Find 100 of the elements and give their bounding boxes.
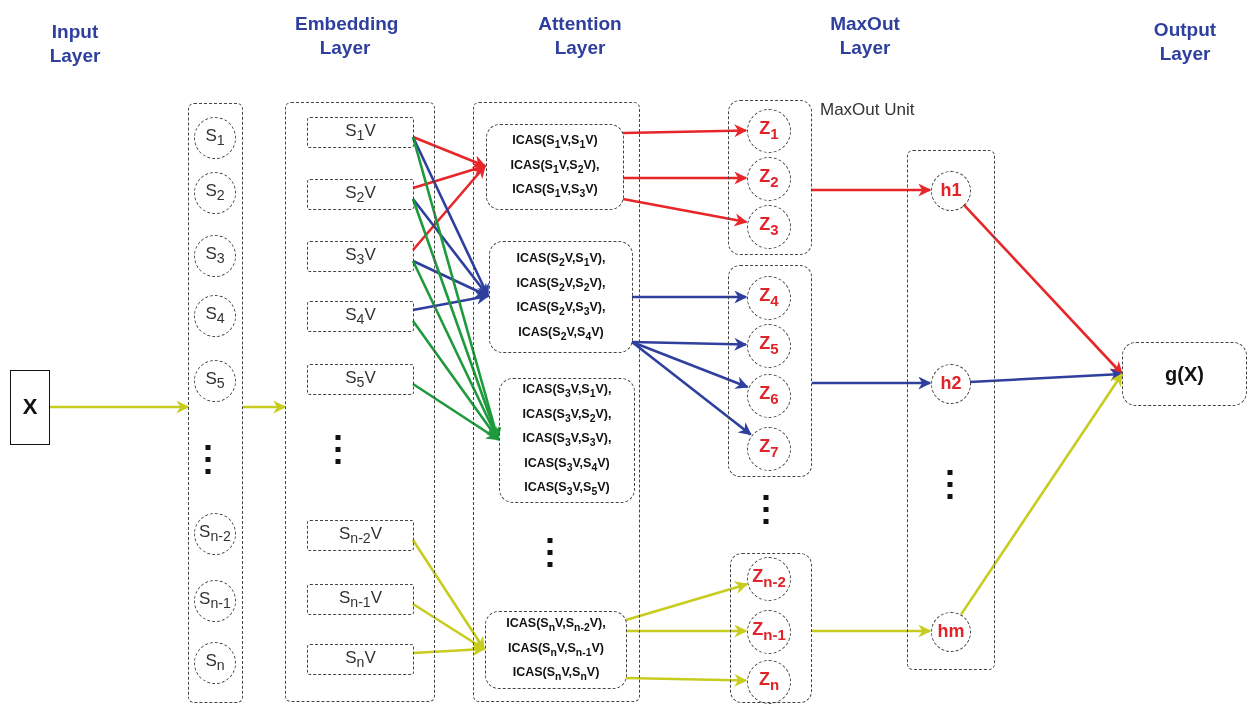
node-label: ICAS(S$_{2}$V,S$_{4}$V) xyxy=(518,323,604,343)
node-label: S$_{2}$V xyxy=(345,183,376,206)
arrow xyxy=(812,376,932,390)
embedding-box xyxy=(307,179,414,210)
layer-column xyxy=(473,102,640,702)
node-label: S$_{n}$ xyxy=(205,652,225,674)
arrow xyxy=(960,372,1124,616)
layer-title: Input Layer xyxy=(48,20,102,68)
arrow xyxy=(622,124,748,138)
layer-column xyxy=(285,102,435,702)
arrow xyxy=(625,673,748,687)
unit-caption: MaxOut Unit xyxy=(820,100,915,120)
node-label: h2 xyxy=(940,374,962,394)
embedding-box xyxy=(307,364,414,395)
arrow xyxy=(412,643,486,657)
arrow xyxy=(812,183,932,197)
node-label: ICAS(S$_{2}$V,S$_{2}$V), xyxy=(516,274,606,294)
arrow xyxy=(631,340,749,389)
arrow xyxy=(623,171,748,185)
arrow xyxy=(412,602,486,651)
attention-group xyxy=(486,124,624,210)
node-label: S$_{4}$V xyxy=(345,305,376,328)
layer-column xyxy=(907,150,995,670)
node-label: ICAS(S$_{3}$V,S$_{2}$V), xyxy=(522,405,612,426)
embedding-box xyxy=(307,241,414,272)
node-label: Z$_{1}$ xyxy=(759,119,779,143)
node-label: S$_{3}$ xyxy=(205,245,225,267)
maxout-unit-box xyxy=(730,553,812,703)
arrow xyxy=(411,320,500,441)
embedding-box xyxy=(307,644,414,675)
arrow xyxy=(625,581,749,622)
embedding-box xyxy=(307,301,414,332)
node-label: S$_{1}$ xyxy=(205,127,225,149)
node-label: ICAS(S$_{3}$V,S$_{3}$V), xyxy=(522,430,612,450)
node-label: ICAS(S$_{1}$V,S$_{3}$V) xyxy=(512,181,598,201)
node-label: ICAS(S$_{2}$V,S$_{3}$V), xyxy=(516,299,606,319)
node-label: Z$_{2}$ xyxy=(759,167,779,191)
layer-title: Attention Layer xyxy=(537,12,623,60)
arrow xyxy=(631,337,748,351)
arrow xyxy=(412,259,490,298)
arrow xyxy=(411,136,490,298)
attention-group xyxy=(485,611,627,689)
arrow xyxy=(412,382,500,441)
node-label: S$_{5}$ xyxy=(205,370,225,392)
maxout-unit-box xyxy=(728,265,812,477)
arrow xyxy=(50,400,190,414)
attention-group xyxy=(489,241,633,353)
arrow xyxy=(243,400,287,414)
arrow xyxy=(622,197,748,227)
node-label: ICAS(S$_{3}$V,S$_{4}$V) xyxy=(524,454,610,475)
node-label: Z$_{4}$ xyxy=(759,286,779,310)
arrow xyxy=(412,163,487,190)
arrow xyxy=(962,203,1123,375)
layer-title: MaxOut Layer xyxy=(829,12,901,60)
node-label: Z$_{5}$ xyxy=(759,334,779,358)
node-label: S$_{2}$ xyxy=(205,182,225,204)
node-label: ICAS(S$_{n}$V,S$_{n}$V) xyxy=(512,664,600,684)
node-label: S$_{1}$V xyxy=(345,121,376,144)
node-label: S$_{5}$V xyxy=(345,368,376,391)
layer-title: Embedding Layer xyxy=(295,12,395,60)
node-label: S$_{n-1}$ xyxy=(199,590,231,612)
node-label: hm xyxy=(937,622,965,642)
node-label: ICAS(S$_{3}$V,S$_{1}$V), xyxy=(522,381,612,401)
arrow xyxy=(969,368,1124,384)
arrow xyxy=(412,135,487,168)
node-label: S$_{n}$V xyxy=(345,648,376,671)
arrow xyxy=(412,165,486,251)
node-label: h1 xyxy=(940,181,962,201)
node-label: S$_{3}$V xyxy=(345,245,376,268)
node-label: Z$_{6}$ xyxy=(759,384,779,408)
arrow xyxy=(812,624,932,638)
node-label: ICAS(S$_{2}$V,S$_{1}$V), xyxy=(516,250,606,270)
embedding-box xyxy=(307,117,414,148)
embedding-box xyxy=(307,584,414,615)
node-label: g(X) xyxy=(1165,364,1204,384)
arrow xyxy=(411,539,486,651)
input-box xyxy=(10,370,50,445)
node-label: S$_{n-2}$ xyxy=(199,523,231,545)
node-label: ICAS(S$_{3}$V,S$_{5}$V) xyxy=(524,479,610,499)
arrow xyxy=(631,340,752,436)
output-box xyxy=(1122,342,1247,406)
node-label: Z$_{3}$ xyxy=(759,215,779,239)
node-label: X xyxy=(22,395,38,420)
node-label: S$_{4}$ xyxy=(205,305,225,327)
arrow xyxy=(412,291,490,312)
embedding-box xyxy=(307,520,414,551)
node-label: Z$_{n-1}$ xyxy=(752,620,786,644)
arrow xyxy=(626,624,748,638)
arrow xyxy=(411,260,500,441)
node-label: S$_{n-1}$V xyxy=(338,588,383,611)
layer-title: Output Layer xyxy=(1152,18,1218,66)
node-label: ICAS(S$_{1}$V,S$_{1}$V) xyxy=(512,132,598,152)
node-label: S$_{n-2}$V xyxy=(338,524,383,547)
node-label: ICAS(S$_{1}$V,S$_{2}$V), xyxy=(510,156,600,177)
maxout-unit-box xyxy=(728,100,812,255)
layer-column xyxy=(188,103,243,703)
attention-group xyxy=(499,378,635,503)
arrow xyxy=(632,290,748,304)
node-label: ICAS(S$_{n}$V,S$_{n-1}$V) xyxy=(508,639,604,660)
node-label: Z$_{n}$ xyxy=(758,670,780,694)
